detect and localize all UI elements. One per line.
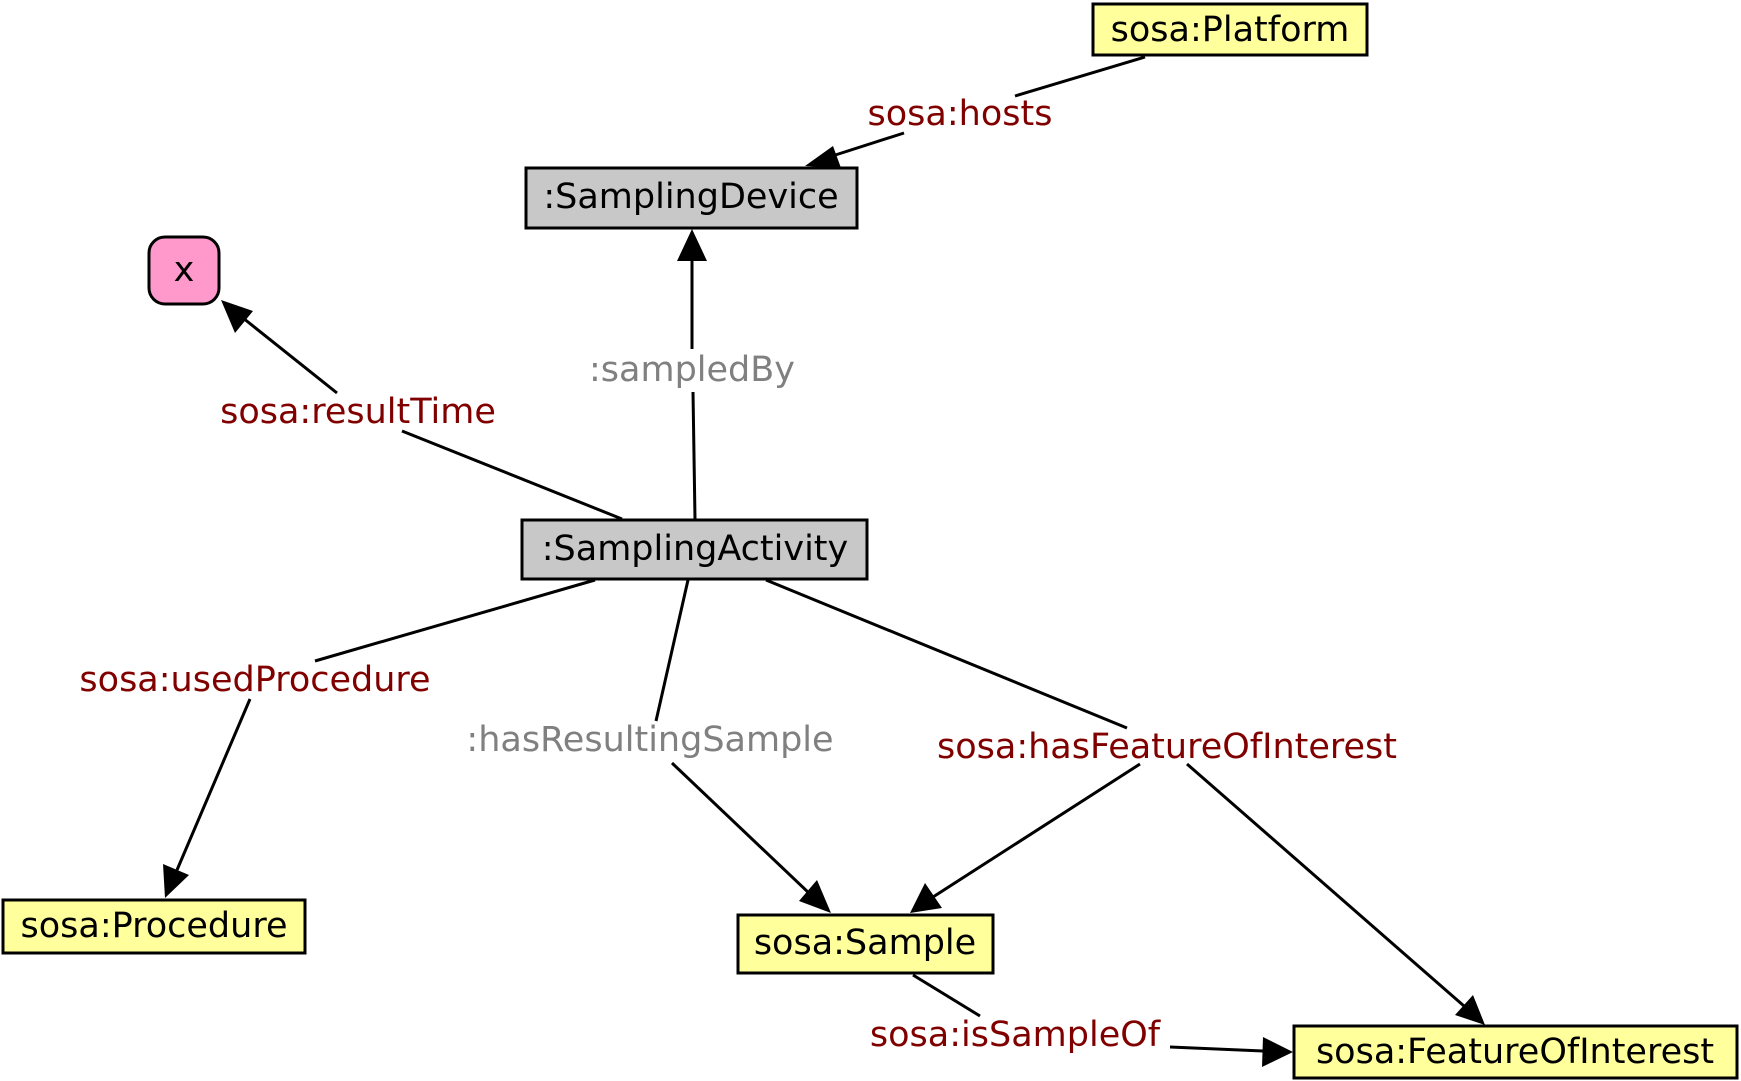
node-x[interactable]: x [147,235,221,306]
edge-line [765,578,1128,730]
edge-is-sample-of: sosa:isSampleOf [870,973,1293,1067]
arrowhead-icon [221,300,253,333]
node-procedure[interactable]: sosa:Procedure [1,898,307,955]
edge-has-feature-of-interest: sosa:hasFeatureOfInterest [765,578,1485,1025]
node-feature-of-interest[interactable]: sosa:FeatureOfInterest [1292,1024,1739,1080]
edge-sampled-by: :sampledBy [589,229,795,520]
edge-used-procedure: sosa:usedProcedure [79,578,596,898]
node-label: :SamplingDevice [543,177,838,217]
edge-result-time: sosa:resultTime [220,300,623,521]
node-label: sosa:Procedure [21,906,288,946]
arrowhead-icon [1262,1037,1293,1067]
node-platform[interactable]: sosa:Platform [1091,2,1369,57]
node-box [1091,2,1369,57]
edge-label-hosts: sosa:hosts [868,94,1053,134]
arrowhead-icon [163,864,189,898]
edge-line [401,429,623,521]
edge-label-has-resulting-sample: :hasResultingSample [466,720,833,760]
edge-line [1169,1045,1264,1053]
node-label: sosa:Platform [1111,10,1350,50]
edge-hosts: sosa:hosts [805,55,1146,168]
edge-line [932,762,1141,899]
edge-line [242,316,338,395]
node-label: sosa:FeatureOfInterest [1316,1032,1714,1072]
edge-has-resulting-sample: :hasResultingSample [466,579,834,913]
edge-label-used-procedure: sosa:usedProcedure [79,660,430,700]
edge-label-has-feature-of-interest: sosa:hasFeatureOfInterest [937,727,1397,767]
edge-label-is-sample-of: sosa:isSampleOf [870,1015,1161,1055]
edge-label-result-time: sosa:resultTime [220,392,496,432]
edge-line [1014,55,1146,98]
node-box [1292,1024,1739,1080]
arrowhead-icon [1455,995,1485,1025]
edge-line [691,391,697,520]
arrowhead-icon [805,146,841,168]
edge-line [912,973,981,1018]
edge-label-sampled-by: :sampledBy [589,350,795,390]
node-sample[interactable]: sosa:Sample [736,913,995,975]
edge-line [654,579,690,722]
node-label: sosa:Sample [754,923,976,963]
arrowhead-icon [677,229,707,261]
node-box [524,166,859,230]
node-sampling-activity[interactable]: :SamplingActivity [520,518,869,581]
node-label: x [174,250,195,290]
node-box [520,518,869,581]
edge-line [175,698,252,871]
arrowhead-icon [910,883,942,913]
node-box [1,898,307,955]
edge-line [314,578,596,663]
node-sampling-device[interactable]: :SamplingDevice [524,166,859,230]
node-box [736,913,995,975]
arrowhead-icon [799,880,831,913]
node-label: :SamplingActivity [542,529,849,569]
edge-line [825,131,905,160]
edge-line [1186,762,1465,1008]
node-box [147,235,221,306]
edge-line [670,761,812,896]
